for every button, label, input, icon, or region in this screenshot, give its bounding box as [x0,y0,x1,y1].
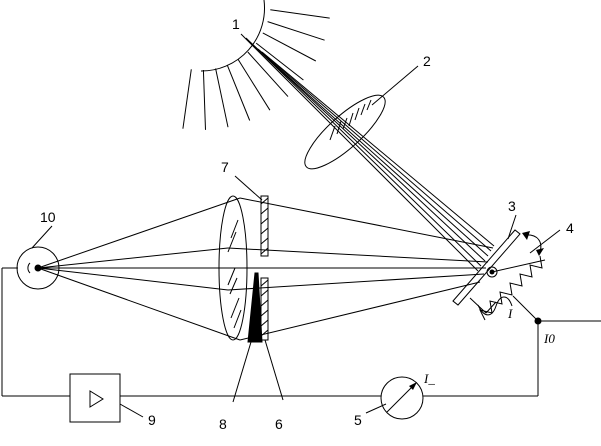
label-slit: 6 [275,416,283,432]
label-screen: 7 [221,159,229,175]
label-mirror: 3 [508,198,516,214]
spring-coil [477,255,546,321]
sun-ray [202,69,206,130]
sun-ray [182,69,192,129]
optical-wedge [247,272,263,343]
return-light-beams [37,197,494,341]
screen-upper [260,195,269,257]
sun-ray [270,9,330,19]
sun-rays [182,9,330,130]
sun-icon [182,0,330,130]
label-upper-lens: 2 [423,53,431,69]
label-current-coil: I [507,306,513,321]
triangle-icon [89,390,104,408]
amplifier [69,373,121,423]
sun-ray [267,21,325,41]
label-wedge: 8 [219,416,227,432]
sun-ray [226,64,251,121]
label-spring: 4 [566,220,574,236]
upper-lens [304,94,386,170]
incoming-light-beams [240,33,495,272]
sun-ray [247,51,289,97]
label-current-meter: I_ [423,371,435,386]
main-lens [218,195,248,341]
rotation-arrow-icon [522,231,544,256]
label-amplifier: 9 [148,412,156,428]
sun-ray [215,68,229,128]
sun-ray [262,32,317,62]
label-sun: 1 [232,16,240,32]
label-leaders [31,65,561,418]
label-detector: 10 [40,209,56,225]
sun-ray [237,59,271,111]
sun-ray [255,42,304,81]
label-meter: 5 [354,412,362,428]
feedback-wire [1,267,601,397]
meter [380,376,424,420]
label-current-output: I0 [543,331,555,346]
gauge-arrow-icon [409,382,417,390]
slit-lower [260,277,269,341]
